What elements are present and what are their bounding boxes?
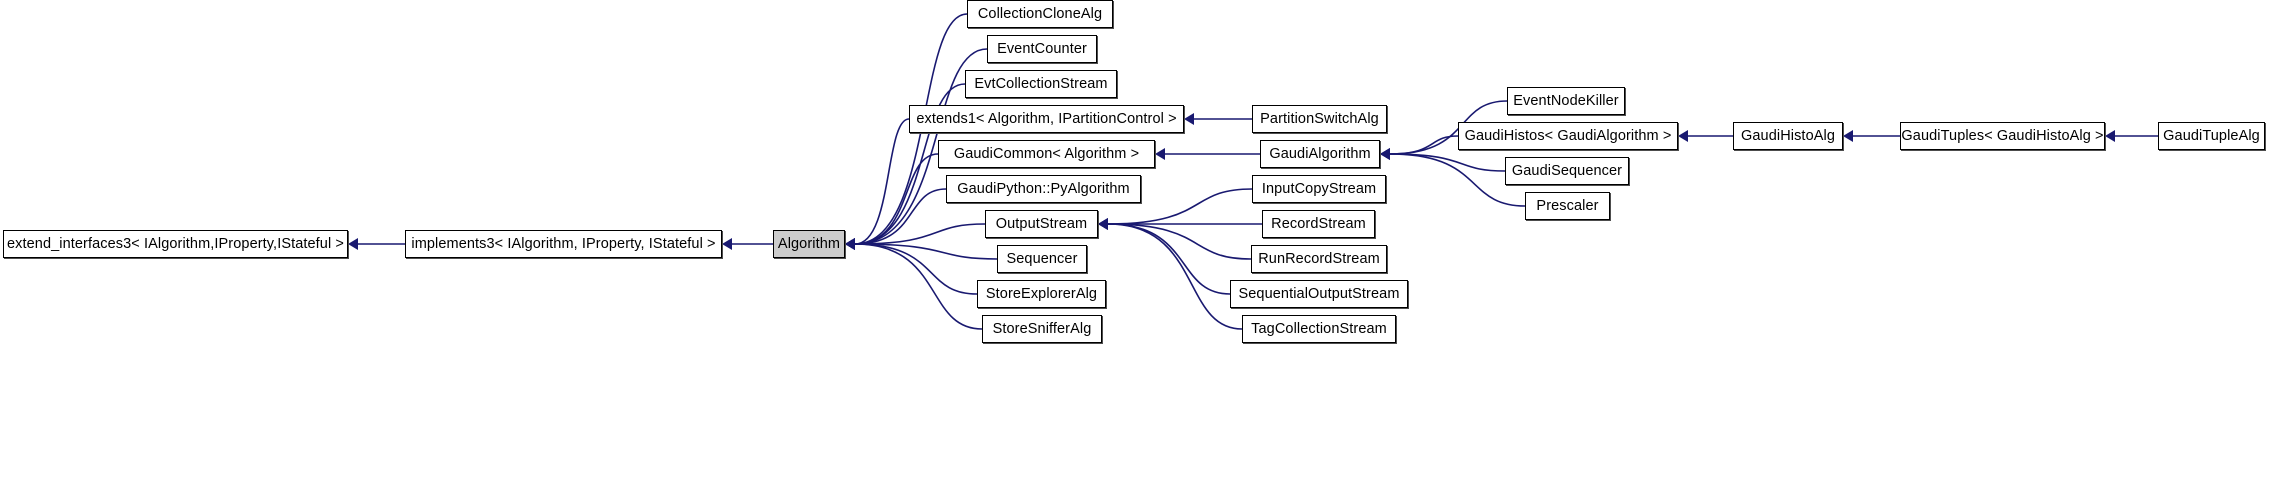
class-node-GaudiTuples[interactable]: GaudiTuples< GaudiHistoAlg > bbox=[1900, 122, 2105, 150]
inheritance-arrowhead bbox=[845, 238, 855, 250]
inheritance-arrowhead bbox=[845, 238, 855, 250]
inheritance-edge bbox=[1107, 223, 1252, 260]
inheritance-arrowhead bbox=[1098, 218, 1108, 230]
inheritance-arrowhead bbox=[1380, 148, 1390, 160]
inheritance-edge bbox=[854, 243, 983, 330]
class-node-PartitionSwitchAlg[interactable]: PartitionSwitchAlg bbox=[1252, 105, 1387, 133]
class-node-StoreSnifferAlg[interactable]: StoreSnifferAlg bbox=[982, 315, 1102, 343]
inheritance-edge bbox=[1389, 153, 1506, 172]
inheritance-edge bbox=[1389, 135, 1459, 155]
inheritance-arrowhead bbox=[845, 238, 855, 250]
inheritance-edge bbox=[854, 118, 910, 245]
class-node-GaudiTupleAlg[interactable]: GaudiTupleAlg bbox=[2158, 122, 2265, 150]
class-node-GaudiSequencer[interactable]: GaudiSequencer bbox=[1505, 157, 1629, 185]
class-node-TagCollectionStream[interactable]: TagCollectionStream bbox=[1242, 315, 1396, 343]
inheritance-arrowhead bbox=[845, 238, 855, 250]
class-node-RecordStream[interactable]: RecordStream bbox=[1262, 210, 1375, 238]
class-node-implements3[interactable]: implements3< IAlgorithm, IProperty, ISta… bbox=[405, 230, 722, 258]
class-node-EvtCollectionStream[interactable]: EvtCollectionStream bbox=[965, 70, 1117, 98]
inheritance-arrowhead bbox=[348, 238, 358, 250]
inheritance-edge bbox=[854, 188, 947, 245]
inheritance-edge bbox=[1107, 223, 1243, 330]
class-node-CollectionCloneAlg[interactable]: CollectionCloneAlg bbox=[967, 0, 1113, 28]
class-node-extends1[interactable]: extends1< Algorithm, IPartitionControl > bbox=[909, 105, 1184, 133]
class-node-RunRecordStream[interactable]: RunRecordStream bbox=[1251, 245, 1387, 273]
class-node-Sequencer[interactable]: Sequencer bbox=[997, 245, 1087, 273]
class-node-StoreExplorerAlg[interactable]: StoreExplorerAlg bbox=[977, 280, 1106, 308]
inheritance-edge bbox=[854, 243, 978, 295]
inheritance-arrowhead bbox=[1098, 218, 1108, 230]
inheritance-edge bbox=[854, 153, 939, 245]
class-node-InputCopyStream[interactable]: InputCopyStream bbox=[1252, 175, 1386, 203]
class-node-Algorithm[interactable]: Algorithm bbox=[773, 230, 845, 258]
inheritance-arrowhead bbox=[845, 238, 855, 250]
inheritance-arrowhead bbox=[722, 238, 732, 250]
class-node-GaudiHistoAlg[interactable]: GaudiHistoAlg bbox=[1733, 122, 1843, 150]
class-node-EventCounter[interactable]: EventCounter bbox=[987, 35, 1097, 63]
class-node-GaudiPythonPyAlgorithm[interactable]: GaudiPython::PyAlgorithm bbox=[946, 175, 1141, 203]
inheritance-arrowhead bbox=[845, 238, 855, 250]
class-node-SequentialOutputStream[interactable]: SequentialOutputStream bbox=[1230, 280, 1408, 308]
class-node-OutputStream[interactable]: OutputStream bbox=[985, 210, 1098, 238]
class-node-EventNodeKiller[interactable]: EventNodeKiller bbox=[1507, 87, 1625, 115]
inheritance-arrowhead bbox=[1155, 148, 1165, 160]
inheritance-arrowhead bbox=[845, 238, 855, 250]
inheritance-arrowhead bbox=[845, 238, 855, 250]
inheritance-arrowhead bbox=[1098, 218, 1108, 230]
inheritance-edge bbox=[854, 243, 998, 260]
inheritance-arrowhead bbox=[1380, 148, 1390, 160]
inheritance-edge bbox=[1107, 223, 1231, 295]
inheritance-arrowhead bbox=[845, 238, 855, 250]
inheritance-arrowhead bbox=[2105, 130, 2115, 142]
inheritance-arrowhead bbox=[1098, 218, 1108, 230]
inheritance-arrowhead bbox=[1380, 148, 1390, 160]
class-node-GaudiHistos[interactable]: GaudiHistos< GaudiAlgorithm > bbox=[1458, 122, 1678, 150]
inheritance-arrowhead bbox=[1678, 130, 1688, 142]
inheritance-arrowhead bbox=[1380, 148, 1390, 160]
inheritance-arrowhead bbox=[845, 238, 855, 250]
class-node-extend_interfaces3[interactable]: extend_interfaces3< IAlgorithm,IProperty… bbox=[3, 230, 348, 258]
class-node-Prescaler[interactable]: Prescaler bbox=[1525, 192, 1610, 220]
class-node-GaudiAlgorithm[interactable]: GaudiAlgorithm bbox=[1260, 140, 1380, 168]
inheritance-arrowhead bbox=[1843, 130, 1853, 142]
inheritance-arrowhead bbox=[1184, 113, 1194, 125]
class-node-GaudiCommon[interactable]: GaudiCommon< Algorithm > bbox=[938, 140, 1155, 168]
inheritance-arrowhead bbox=[1098, 218, 1108, 230]
inheritance-edge bbox=[854, 223, 986, 245]
